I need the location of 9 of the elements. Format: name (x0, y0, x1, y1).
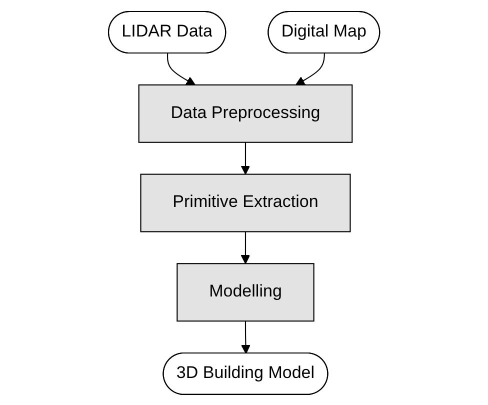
flowchart: LIDAR Data Digital Map Data Preprocessing Primitive Extraction Modelling 3D Building Model (100, 2, 388, 402)
node-box (140, 173, 351, 232)
node-box (176, 262, 314, 322)
arrow (295, 53, 325, 85)
arrow (240, 142, 250, 174)
arrow (166, 53, 196, 85)
arrow (241, 320, 250, 354)
arrow (240, 231, 250, 264)
node-box (138, 84, 353, 142)
